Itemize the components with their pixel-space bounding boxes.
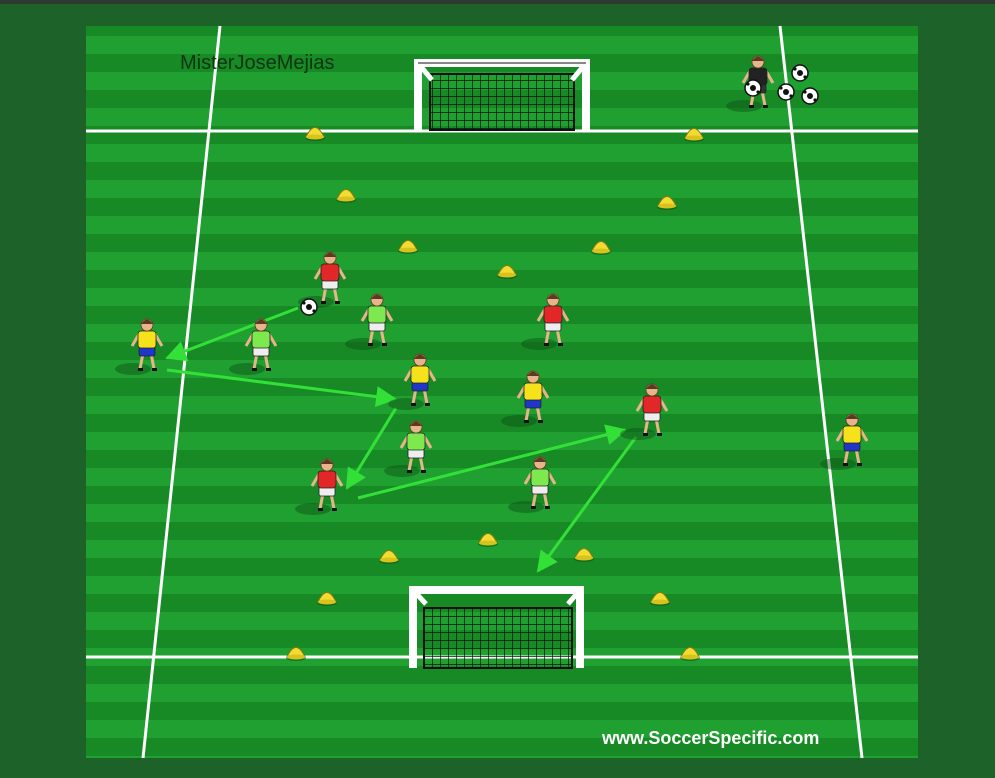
ball-icon — [802, 88, 818, 104]
ball-icon — [745, 80, 761, 96]
ball-icon — [792, 65, 808, 81]
website-label: www.SoccerSpecific.com — [602, 728, 819, 749]
author-label: MisterJoseMejias — [180, 52, 334, 75]
ball-icon — [778, 84, 794, 100]
goal-icon — [418, 63, 586, 131]
ball-icon — [301, 299, 317, 315]
